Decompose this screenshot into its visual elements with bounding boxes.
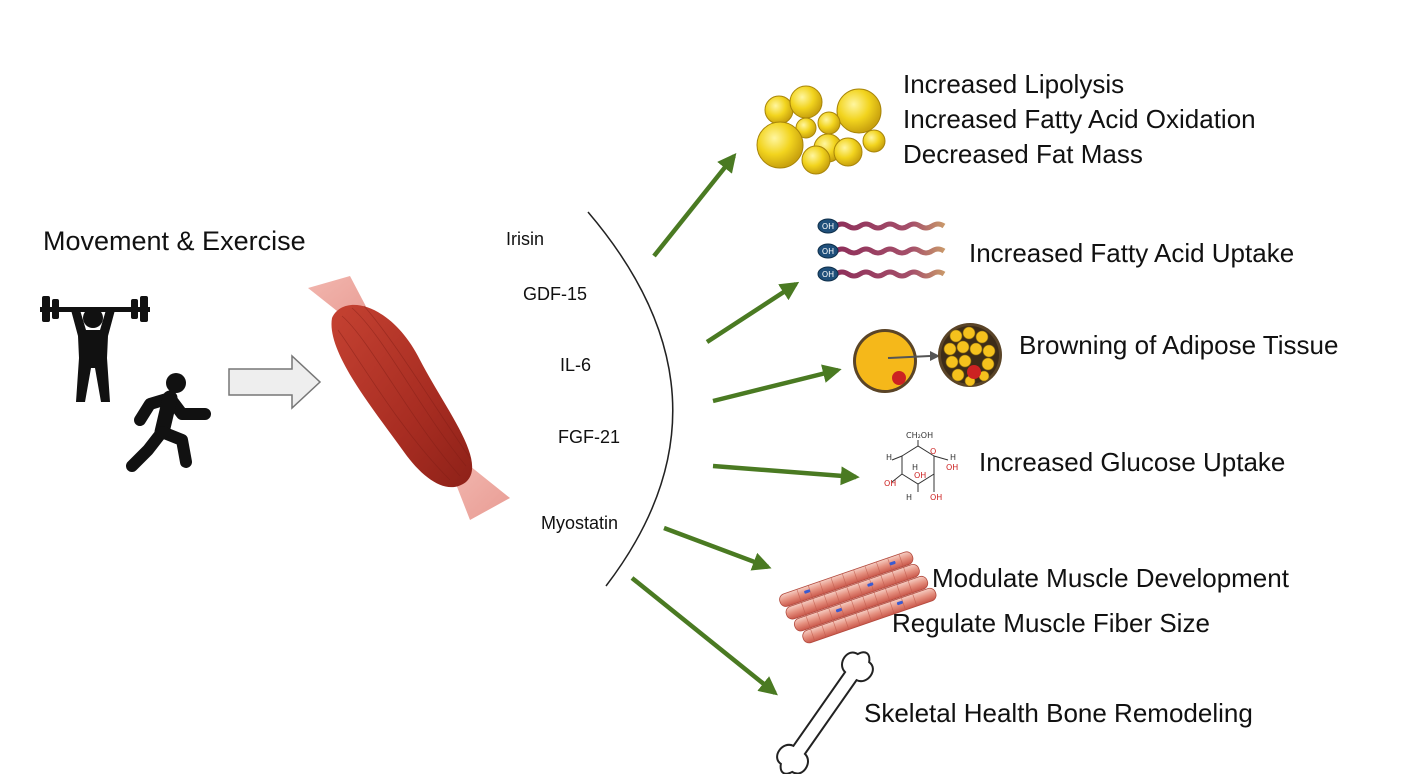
myokine-il-6: IL-6 xyxy=(560,355,592,375)
weightlifter-icon xyxy=(40,296,150,402)
glucose-molecule-icon: CH₂OH O H H OH OH H H OH OH xyxy=(884,431,958,502)
myokine-gdf-15: GDF-15 xyxy=(523,284,588,304)
myokine-irisin: Irisin xyxy=(506,229,545,249)
svg-text:OH: OH xyxy=(914,471,926,480)
effect-fatty-acid-oxidation: Increased Fatty Acid Oxidation xyxy=(903,104,1256,134)
adipocyte-browning-icon xyxy=(853,323,1002,393)
effect-lipolysis: Increased Lipolysis xyxy=(903,69,1125,99)
svg-text:H: H xyxy=(950,453,956,462)
myokine-arc xyxy=(587,211,674,587)
svg-text:O: O xyxy=(930,447,936,456)
diagram-title: Movement & Exercise xyxy=(43,226,306,256)
effect-fat-mass: Decreased Fat Mass xyxy=(903,139,1143,169)
effect-arrows xyxy=(630,153,860,696)
svg-text:CH₂OH: CH₂OH xyxy=(906,431,933,440)
svg-text:OH: OH xyxy=(884,479,896,488)
effect-fatty-acid-uptake: Increased Fatty Acid Uptake xyxy=(969,238,1295,268)
bone-icon xyxy=(776,651,874,774)
fatty-acid-chain-icon: OH OH OH xyxy=(817,218,946,282)
svg-text:H: H xyxy=(912,463,918,472)
svg-text:OH: OH xyxy=(946,463,958,472)
muscle-icon xyxy=(308,276,510,520)
effect-bone-remodeling: Skeletal Health Bone Remodeling xyxy=(864,698,1253,728)
effect-browning: Browning of Adipose Tissue xyxy=(1019,330,1339,360)
svg-text:H: H xyxy=(906,493,912,502)
fatty-acid-head-label: OH xyxy=(822,247,834,256)
fatty-acid-head-label: OH xyxy=(822,270,834,279)
effect-glucose-uptake: Increased Glucose Uptake xyxy=(979,447,1286,477)
fat-droplets-icon xyxy=(756,85,886,175)
effect-muscle-fiber-size: Regulate Muscle Fiber Size xyxy=(892,608,1210,638)
svg-text:H: H xyxy=(886,453,892,462)
svg-text:OH: OH xyxy=(930,493,942,502)
fatty-acid-head-label: OH xyxy=(822,222,834,231)
muscle-fibers-icon xyxy=(779,551,937,644)
myokine-myostatin: Myostatin xyxy=(541,513,619,533)
myokine-fgf-21: FGF-21 xyxy=(558,427,621,447)
effect-muscle-development: Modulate Muscle Development xyxy=(932,563,1289,593)
runner-icon xyxy=(126,373,211,472)
block-arrow-icon xyxy=(228,354,322,410)
